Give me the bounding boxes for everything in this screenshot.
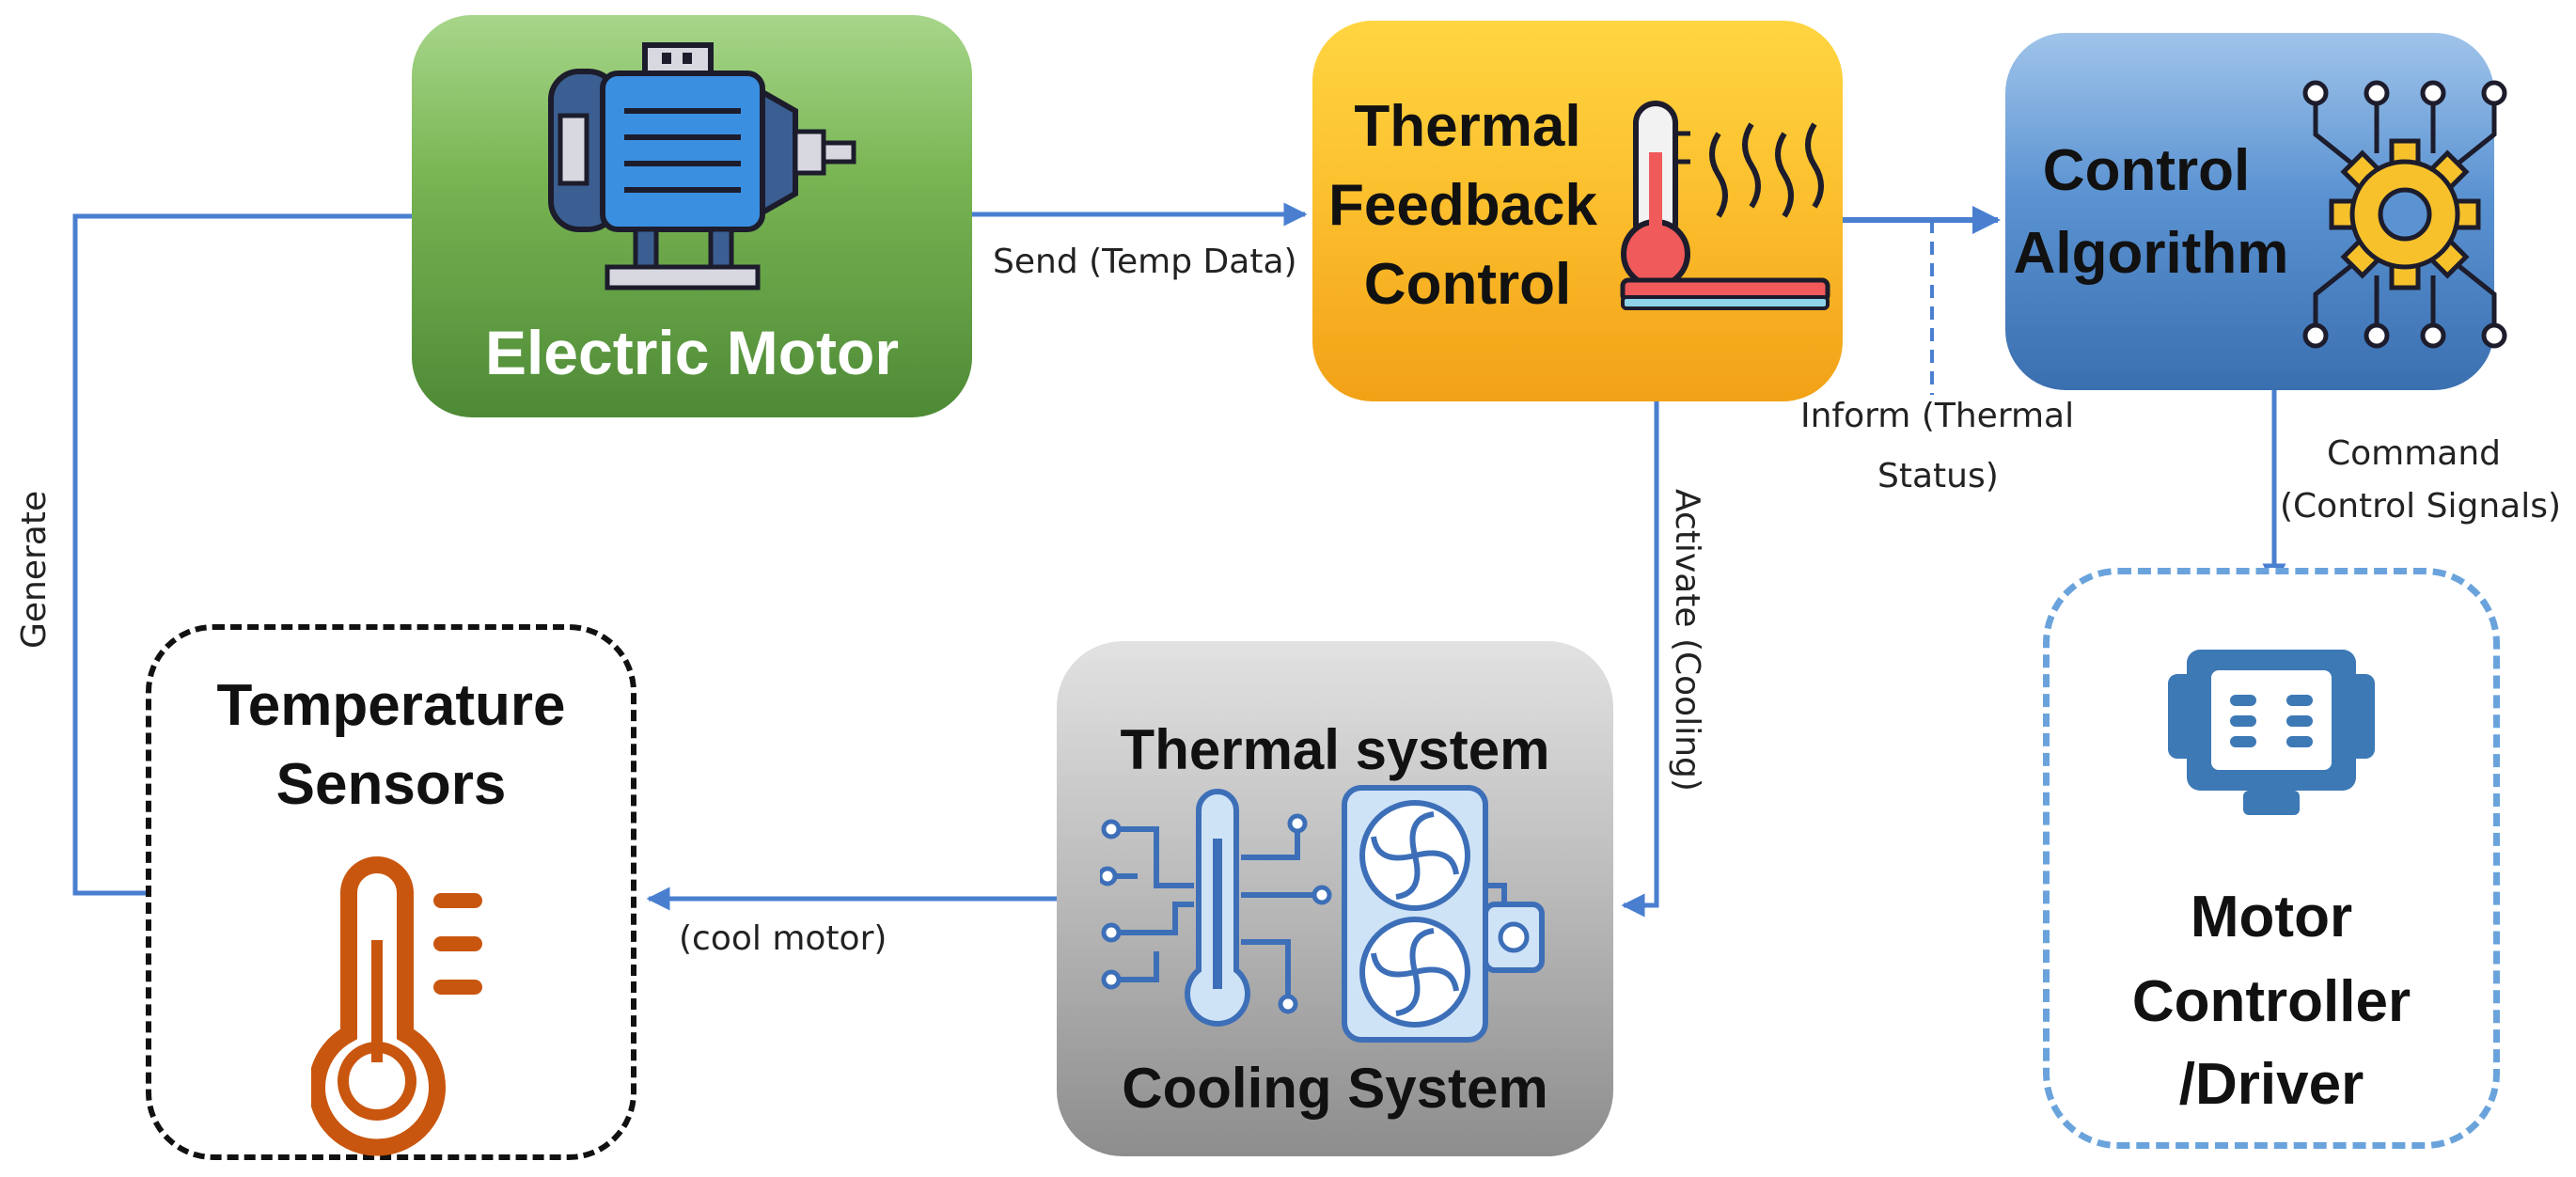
sensors-title-line2: Sensors bbox=[275, 752, 507, 817]
algorithm-title-line1: Control bbox=[2042, 138, 2251, 203]
thermometer-heat-icon bbox=[1620, 101, 1830, 310]
label-activate: Activate (Cooling) bbox=[1668, 489, 1706, 792]
feedback-title-line2: Feedback bbox=[1327, 173, 1598, 238]
cooling-fans-icon bbox=[1100, 785, 1545, 1043]
electric-motor-icon bbox=[548, 42, 856, 290]
algorithm-title-line2: Algorithm bbox=[2013, 221, 2289, 286]
label-generate: Generate bbox=[15, 490, 54, 649]
driver-title-line1: Motor bbox=[2190, 885, 2353, 949]
node-thermal-feedback-control: Thermal Feedback Control bbox=[1312, 21, 1843, 401]
node-cooling-system: Thermal system Cooling System bbox=[1057, 641, 1613, 1156]
cooling-title-top: Thermal system bbox=[1120, 718, 1550, 781]
sensors-title-line1: Temperature bbox=[216, 673, 566, 738]
edge-generate bbox=[72, 213, 412, 896]
feedback-title-line3: Control bbox=[1363, 252, 1572, 317]
node-control-algorithm: Control Algorithm bbox=[2005, 33, 2507, 390]
driver-title-line2: Controller bbox=[2131, 969, 2411, 1034]
label-command-line2: (Control Signals) bbox=[2280, 487, 2562, 526]
thermometer-icon bbox=[311, 856, 482, 1156]
gear-circuit-icon bbox=[2302, 80, 2507, 349]
label-cool: (cool motor) bbox=[679, 919, 887, 958]
edge-activate bbox=[1621, 401, 1659, 918]
node-motor-controller-driver: Motor Controller /Driver bbox=[2043, 568, 2500, 1149]
driver-title-line3: /Driver bbox=[2178, 1052, 2364, 1117]
node-electric-motor: Electric Motor bbox=[412, 15, 972, 417]
label-send: Send (Temp Data) bbox=[993, 243, 1297, 281]
label-inform-line2: Status) bbox=[1877, 457, 1999, 495]
label-inform-line1: Inform (Thermal bbox=[1800, 397, 2075, 435]
cooling-title-bottom: Cooling System bbox=[1122, 1057, 1548, 1120]
motor-title: Electric Motor bbox=[484, 318, 900, 387]
node-temperature-sensors: Temperature Sensors bbox=[146, 624, 636, 1160]
motor-driver-icon bbox=[2168, 650, 2375, 815]
feedback-title-line1: Thermal bbox=[1354, 94, 1581, 159]
label-command-line1: Command bbox=[2327, 434, 2502, 473]
